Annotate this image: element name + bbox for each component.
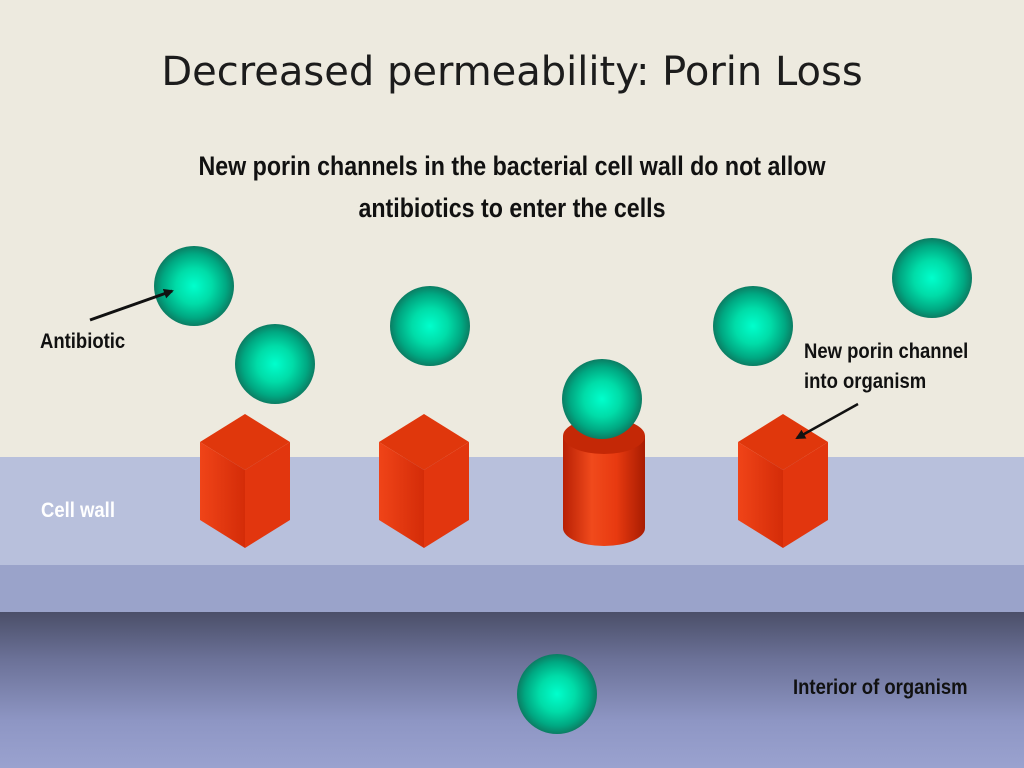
interior-band [0, 612, 1024, 768]
slide-title: Decreased permeability: Porin Loss [161, 49, 863, 95]
antibiotic-sphere-5 [713, 286, 793, 366]
subtitle-line-2: antibiotics to enter the cells [358, 193, 666, 223]
antibiotic-sphere-6 [892, 238, 972, 318]
interior-label: Interior of organism [793, 676, 968, 699]
new-porin-label-line-2: into organism [804, 370, 927, 393]
subtitle-line-1: New porin channels in the bacterial cell… [198, 151, 826, 181]
antibiotic-sphere-3 [390, 286, 470, 366]
cell-wall-label: Cell wall [41, 499, 115, 522]
porin-box-2 [379, 414, 469, 548]
porin-box-1 [200, 414, 290, 548]
new-porin-label: New porin channel into organism [804, 337, 968, 397]
porin-arrow [795, 402, 859, 440]
cell-wall-band [0, 457, 1024, 565]
porin-box-4 [738, 414, 828, 548]
antibiotic-sphere-interior [517, 654, 597, 734]
antibiotic-sphere-2 [235, 324, 315, 404]
slide-subtitle: New porin channels in the bacterial cell… [168, 145, 856, 229]
antibiotic-sphere-1 [154, 246, 234, 326]
new-porin-label-line-1: New porin channel [804, 340, 969, 363]
antibiotic-label: Antibiotic [40, 330, 126, 353]
antibiotic-sphere-4 [562, 359, 642, 439]
cell-wall-lower-band [0, 565, 1024, 612]
antibiotic-arrow [89, 288, 174, 322]
